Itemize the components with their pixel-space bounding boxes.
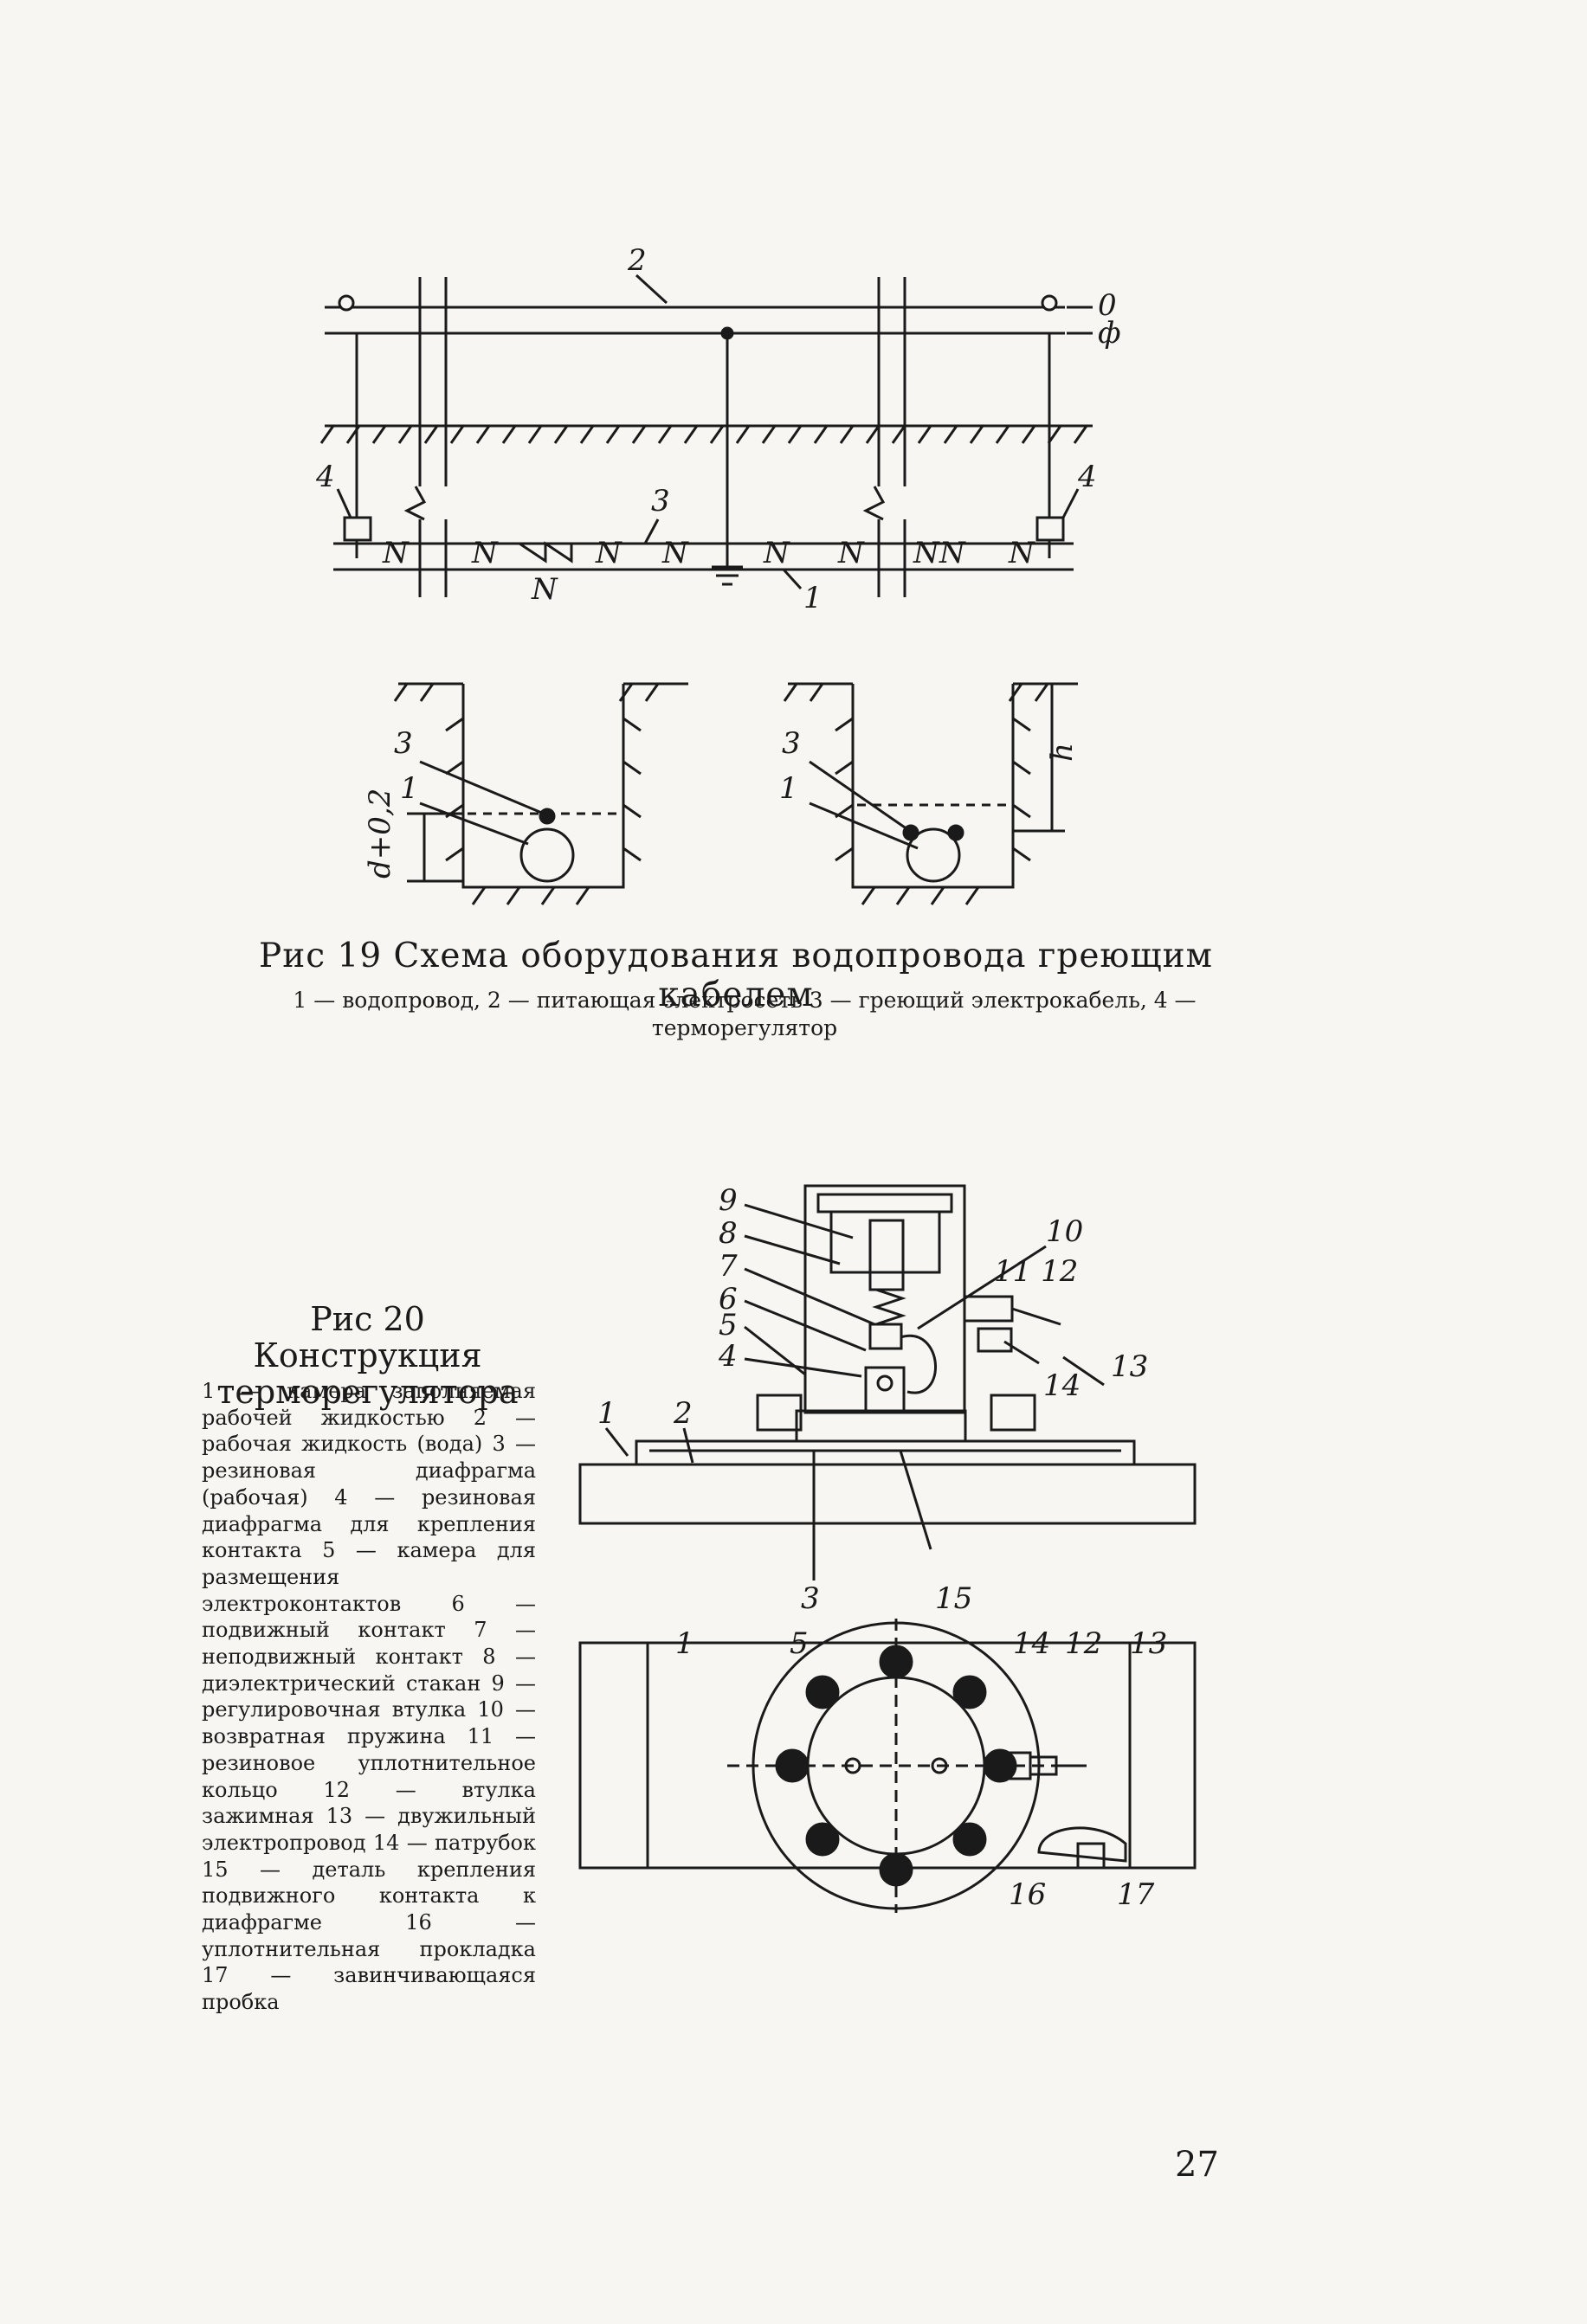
fig20-label-11-12: 11 12	[994, 1254, 1078, 1289]
fig19-cable-n: N	[913, 536, 940, 570]
fig20-label-2: 2	[673, 1396, 693, 1431]
fig19-cable-n: N	[661, 536, 689, 570]
fig19-cable-n: N	[595, 536, 623, 570]
fig19-section-label-1: 1	[400, 771, 419, 806]
fig20-label-1: 1	[597, 1396, 616, 1431]
fig19-depth-label: h	[1045, 743, 1080, 762]
fig20-plan-label-12: 12	[1065, 1626, 1102, 1661]
fig19-label-4-right: 4	[1077, 460, 1097, 494]
fig20-label-3: 3	[801, 1581, 820, 1616]
fig19-cable-n: N	[471, 536, 499, 570]
fig20-plan-label-16: 16	[1009, 1877, 1046, 1912]
fig19-cable-n: N	[939, 536, 966, 570]
figure-19-legend: 1 — водопровод, 2 — питающая электросеть…	[293, 988, 1197, 1040]
figure-19-caption: Рис 19 Схема оборудования водопровода гр…	[259, 937, 1213, 1014]
fig20-plan-label-17: 17	[1117, 1877, 1155, 1912]
fig20-label-15: 15	[935, 1581, 972, 1616]
figure-20-legend: 1 — камера заполняемая рабочей жидкостью…	[202, 1379, 536, 2015]
fig19-label-4-left: 4	[315, 460, 335, 494]
fig19-section-label-3: 3	[394, 726, 413, 761]
fig20-label-7: 7	[719, 1249, 738, 1284]
fig20-plan-label-13: 13	[1130, 1626, 1167, 1661]
fig20-plan-label-14: 14	[1013, 1626, 1050, 1661]
fig19-section-label-1: 1	[779, 771, 798, 806]
fig20-label-10: 10	[1046, 1214, 1083, 1249]
fig20-plan-label-5: 5	[790, 1626, 809, 1661]
fig20-label-5: 5	[719, 1308, 738, 1342]
fig20-label-14: 14	[1043, 1368, 1081, 1403]
fig19-label-3: 3	[651, 484, 670, 518]
figure-20-caption: Рис 20 Конструкция терморегулятора	[216, 1300, 519, 1411]
fig19-label-1: 1	[803, 581, 823, 615]
fig20-label-8: 8	[719, 1216, 738, 1251]
fig20-label-9: 9	[719, 1183, 738, 1218]
fig20-label-13: 13	[1111, 1349, 1148, 1384]
fig19-valve-n: N	[531, 572, 558, 607]
fig19-cable-n: N	[1008, 536, 1035, 570]
fig19-cable-n: N	[837, 536, 865, 570]
fig20-label-4: 4	[718, 1339, 738, 1374]
fig19-cable-n: N	[763, 536, 790, 570]
fig19-label-2: 2	[627, 243, 647, 278]
fig19-dimension-label: d+0,2	[363, 789, 397, 879]
fig20-plan-label-1: 1	[675, 1626, 694, 1661]
fig20-label-6: 6	[719, 1282, 738, 1317]
page-number: 27	[1175, 2145, 1219, 2185]
fig19-section-label-3: 3	[782, 726, 801, 761]
fig19-cable-n: N	[382, 536, 410, 570]
fig19-label-0: 0	[1098, 288, 1117, 323]
fig19-label-phi: ф	[1098, 316, 1121, 351]
